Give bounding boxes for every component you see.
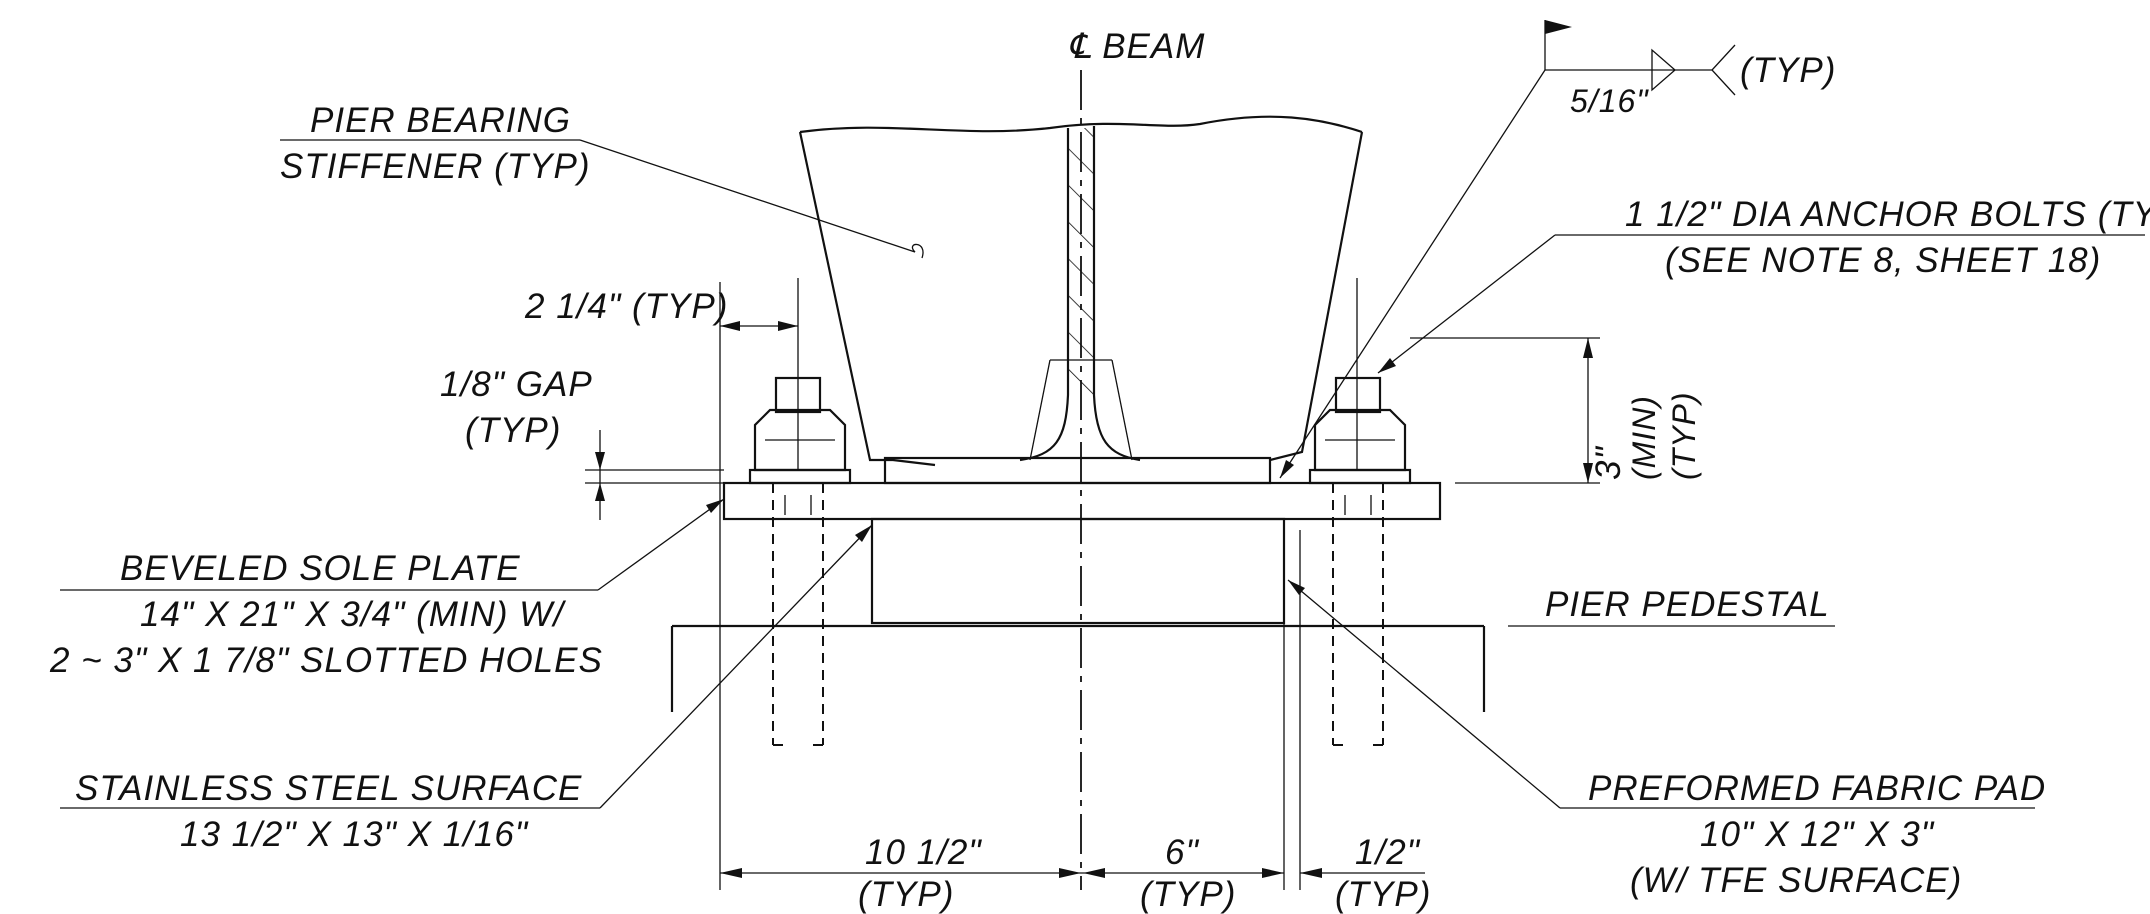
dim-right-typ: (TYP) [1335,875,1431,914]
stainless-label-line1: STAINLESS STEEL SURFACE [75,769,582,808]
anchor-bolt-label-line2: (SEE NOTE 8, SHEET 18) [1665,241,2101,280]
edge-dim-label: 2 1/4" (TYP) [524,287,728,326]
dim-left-value: 10 1/2" [865,833,982,872]
pier-pedestal-label: PIER PEDESTAL [1545,585,1830,624]
anchor-bolt-left [748,376,852,746]
centerline-label: ℄ BEAM [1068,27,1205,66]
bolt-projection-label: 3" (MIN) (TYP) [1589,391,1702,480]
weld-typ-label: (TYP) [1740,51,1836,90]
extension-lines [719,278,1600,890]
leader-lines [60,20,2145,809]
bolt-projection-line2: (MIN) [1626,395,1662,480]
dim-mid-typ: (TYP) [1140,875,1236,914]
fabric-pad-label-line2: 10" X 12" X 3" [1700,815,1935,854]
bottom-flange [883,456,1272,485]
pier-pedestal [670,624,1486,712]
annotations: ℄ BEAM PIER BEARING STIFFENER (TYP) 5/16… [49,27,2150,914]
dim-mid-value: 6" [1165,833,1199,872]
bolt-projection-line1: 3" [1589,446,1628,480]
stiffener-label-line1: PIER BEARING [310,101,571,140]
fabric-pad-label-line3: (W/ TFE SURFACE) [1630,861,1962,900]
dim-right-value: 1/2" [1355,833,1421,872]
fabric-pad-label-line1: PREFORMED FABRIC PAD [1588,769,2046,808]
gap-label-line1: 1/8" GAP [440,365,593,404]
dimension-lines [585,321,1593,878]
stainless-label-line2: 13 1/2" X 13" X 1/16" [180,815,529,854]
weld-size-label: 5/16" [1570,83,1649,119]
fabric-pad [870,517,1286,625]
sole-plate-label-line3: 2 ~ 3" X 1 7/8" SLOTTED HOLES [49,641,603,680]
sole-plate-label-line2: 14" X 21" X 3/4" (MIN) W/ [140,595,566,634]
anchor-bolt-label-line1: 1 1/2" DIA ANCHOR BOLTS (TYP) [1625,195,2150,234]
bolt-projection-line3: (TYP) [1666,391,1702,480]
dim-left-typ: (TYP) [858,875,954,914]
stiffener-label-line2: STIFFENER (TYP) [280,147,591,186]
sole-plate-label-line1: BEVELED SOLE PLATE [120,549,521,588]
gap-label-line2: (TYP) [465,411,561,450]
anchor-bolt-right [1308,376,1412,746]
